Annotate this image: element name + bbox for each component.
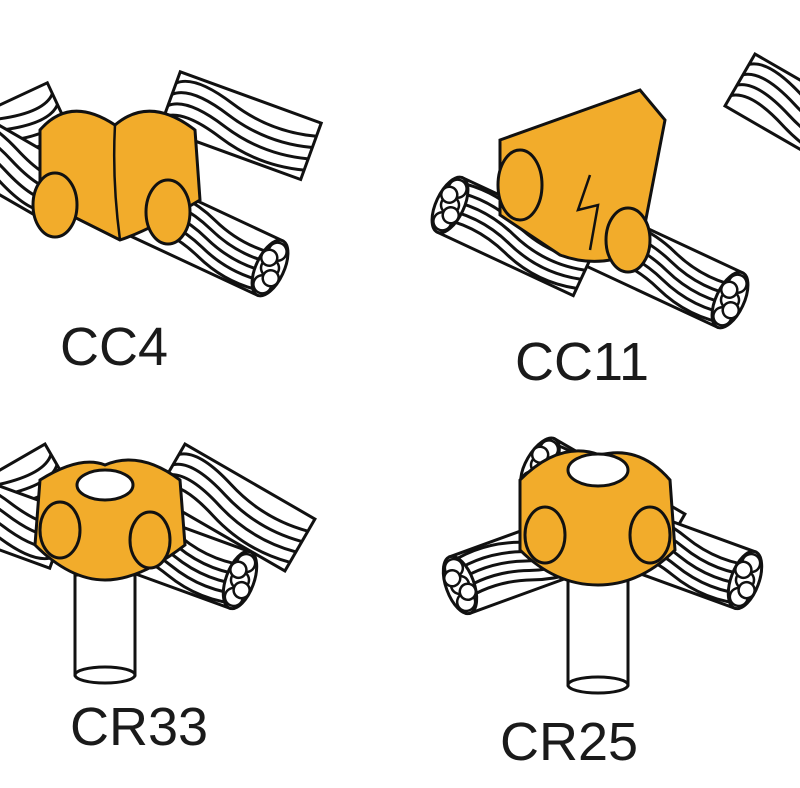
cr33-label: CR33 [70, 697, 208, 757]
cr33-connector-illustration [0, 442, 317, 685]
cr33-ground-rod [73, 573, 137, 677]
cc4-label: CC4 [60, 317, 168, 377]
cr25-connector-illustration [435, 430, 770, 695]
cc11-label: CC11 [515, 332, 649, 392]
cr25-label: CR25 [500, 712, 638, 772]
cc4-connector-illustration [0, 70, 323, 303]
cc11-connector-illustration [423, 52, 800, 335]
cr25-ground-rod [566, 573, 630, 687]
